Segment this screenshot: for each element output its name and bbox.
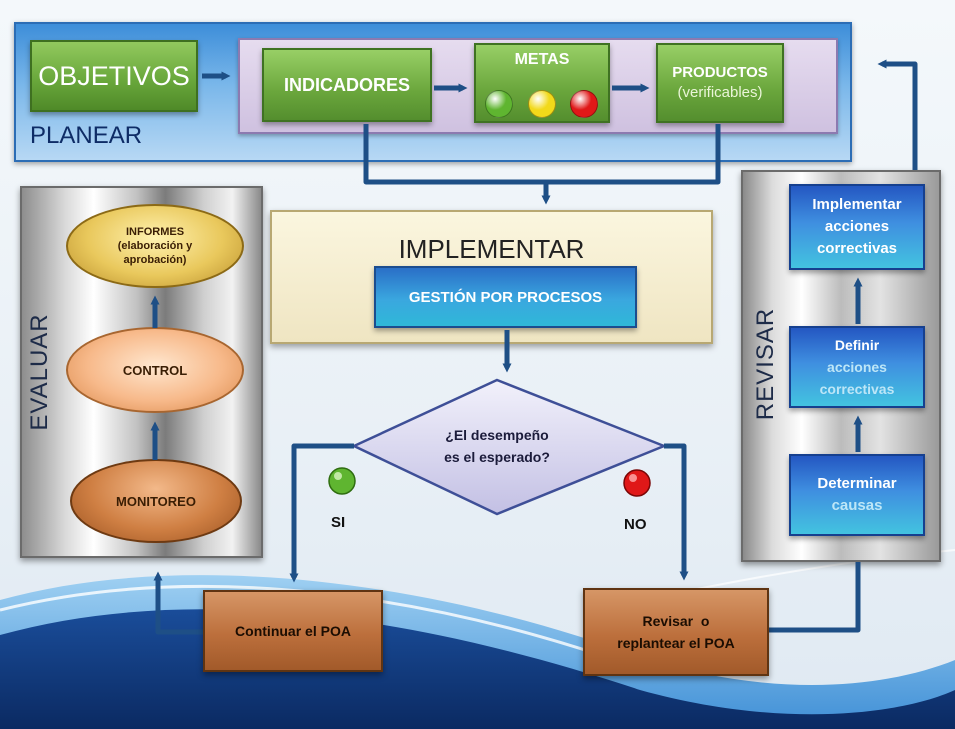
decision-text: ¿El desempeño es el esperado? <box>412 424 582 468</box>
metas-red-light <box>570 90 598 118</box>
implementar-acciones-box: Implementar acciones correctivas <box>789 184 925 270</box>
def-acc-line1: Definir <box>834 337 880 353</box>
def-acc-line3: correctivas <box>819 381 895 397</box>
metas-yellow-light <box>528 90 556 118</box>
indicadores-box: INDICADORES <box>262 48 432 122</box>
no-red-light <box>623 469 651 497</box>
informes-sub1: (elaboración y <box>117 240 193 252</box>
det-caus-line2: causas <box>831 497 883 514</box>
informes-sub2: aprobación) <box>123 254 187 266</box>
control-oval: CONTROL <box>66 327 244 413</box>
implementar-label: IMPLEMENTAR <box>398 234 585 264</box>
si-label: SI <box>331 514 346 531</box>
continuar-poa-box: Continuar el POA <box>203 590 383 672</box>
connector-revisar-poa-panel <box>769 562 861 633</box>
determinar-causas-box: Determinar causas <box>789 454 925 536</box>
metas-label: METAS <box>514 51 570 68</box>
decision-line1: ¿El desempeño <box>445 427 549 443</box>
arrow-decision-revisar <box>664 443 689 581</box>
gestion-procesos-box: GESTIÓN POR PROCESOS <box>374 266 637 328</box>
revisar-poa-box: Revisar o replantear el POA <box>583 588 769 676</box>
impl-acc-line2: acciones <box>824 218 890 235</box>
def-acc-line2: acciones <box>827 359 887 375</box>
arrow-continuar-evaluar <box>153 571 203 635</box>
det-caus-line1: Determinar <box>817 475 897 492</box>
revisar-poa-line1: Revisar o <box>642 613 710 629</box>
objetivos-box: OBJETIVOS <box>30 40 198 112</box>
si-green-light <box>328 467 356 495</box>
productos-box: PRODUCTOS (verificables) <box>656 43 784 123</box>
arrow-revisar-planear <box>877 59 918 170</box>
impl-acc-line3: correctivas <box>816 240 898 257</box>
impl-acc-line1: Implementar <box>812 196 902 213</box>
definir-acciones-box: Definir acciones correctivas <box>789 326 925 408</box>
metas-green-light <box>485 90 513 118</box>
no-label: NO <box>624 516 647 533</box>
arrow-decision-continuar <box>289 443 354 583</box>
planear-label: PLANEAR <box>30 122 143 149</box>
informes-title: INFORMES <box>125 226 185 238</box>
informes-oval: INFORMES (elaboración y aprobación) <box>66 204 244 288</box>
productos-sub: (verificables) <box>677 84 763 101</box>
revisar-poa-line2: replantear el POA <box>617 635 735 651</box>
productos-label: PRODUCTOS <box>672 64 768 81</box>
connector-planear-bracket <box>363 124 721 185</box>
decision-line2: es el esperado? <box>444 449 550 465</box>
decision-diamond <box>351 378 668 516</box>
